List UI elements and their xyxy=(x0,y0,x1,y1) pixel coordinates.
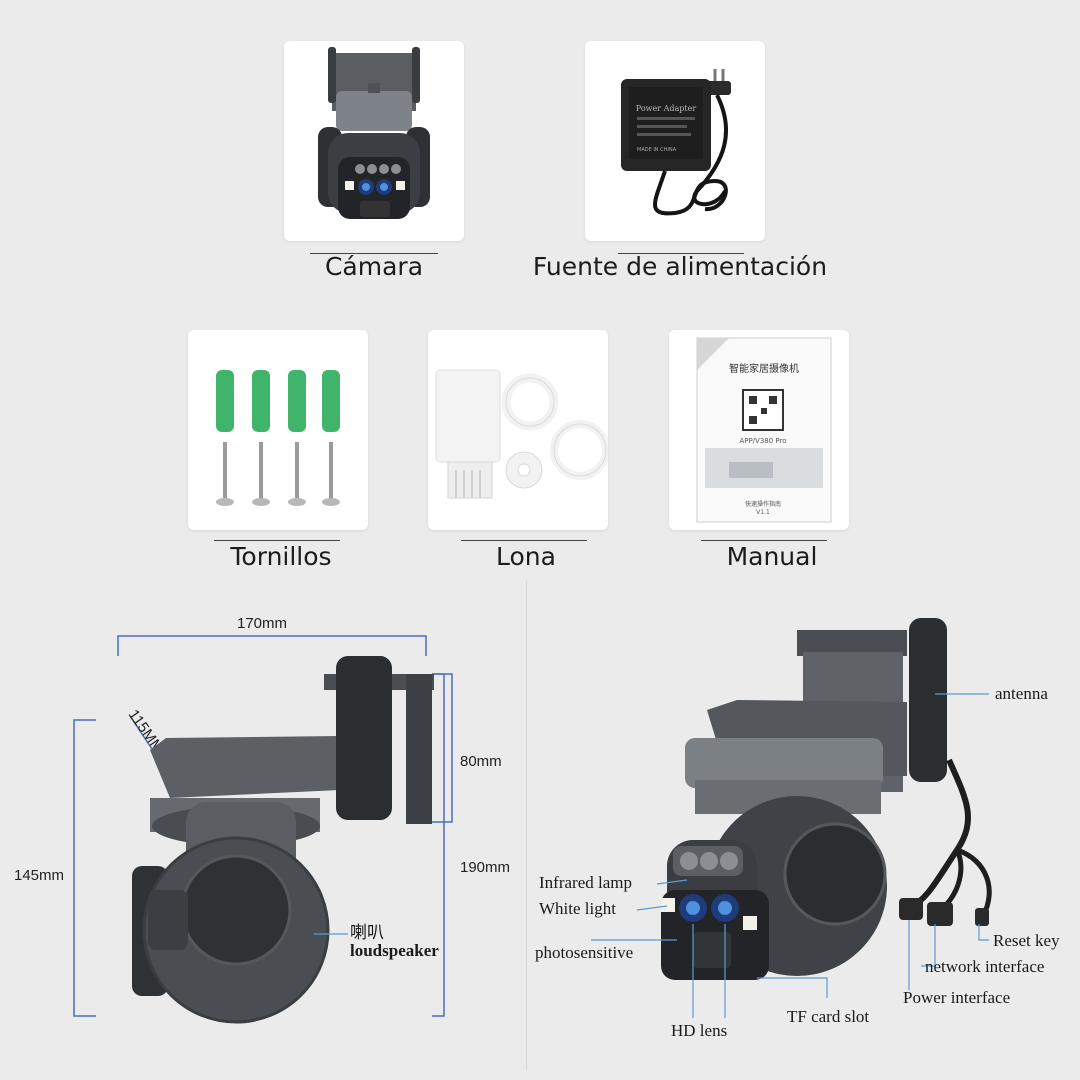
network-plug-icon xyxy=(927,902,953,926)
tf-card-slot-label: TF card slot xyxy=(787,1007,869,1026)
manual-cover-app: APP/V380 Pro xyxy=(739,437,786,445)
network-interface-label: network interface xyxy=(925,957,1044,976)
manual-cover-title: 智能家居摄像机 xyxy=(729,362,799,375)
screws-caption: Tornillos xyxy=(230,542,332,571)
camera-side-view xyxy=(132,656,434,1024)
power-caption-line xyxy=(618,253,744,254)
manual-caption: Manual xyxy=(726,542,818,571)
total-height-label: 190mm xyxy=(460,859,510,876)
camera-card xyxy=(284,41,464,241)
reset-key-label: Reset key xyxy=(993,931,1060,950)
width-label: 170mm xyxy=(237,615,287,632)
hd-lens-label: HD lens xyxy=(671,1021,727,1040)
power-adapter-image: Power Adapter MADE IN CHINA xyxy=(621,69,731,216)
mount-top xyxy=(797,630,907,656)
features-panel: antenna Infrared lamp White light photos… xyxy=(527,590,1080,1080)
screws-caption-line xyxy=(214,540,340,541)
camera-image xyxy=(318,47,430,219)
lona-card xyxy=(428,330,608,530)
wall-plugs xyxy=(216,370,340,432)
panel-divider xyxy=(526,580,527,1070)
power-plug-icon xyxy=(899,898,923,920)
lona-caption: Lona xyxy=(496,542,556,571)
infrared-lamp-label: Infrared lamp xyxy=(539,873,632,892)
dimensions-panel: 170mm 115MM 80mm 190mm 145mm xyxy=(0,590,525,1080)
camera-caption: Cámara xyxy=(324,252,424,281)
screw-shafts xyxy=(223,442,333,500)
white-light-label: White light xyxy=(539,899,616,918)
manual-cover-sub: 快速操作指南 xyxy=(745,500,781,508)
speaker-label-cn: 喇叭 xyxy=(350,923,384,942)
camera-caption-line xyxy=(310,253,438,254)
manual-caption-line xyxy=(701,540,827,541)
manual-image: 智能家居摄像机 APP/V380 Pro 快速操作指南 V1.1 xyxy=(696,337,832,523)
adapter-title: Power Adapter xyxy=(636,104,697,113)
body-height-label: 145mm xyxy=(14,867,64,884)
screws-image xyxy=(216,370,340,506)
reset-key-icon xyxy=(975,908,989,926)
photosensitive-label: photosensitive xyxy=(535,943,633,962)
power-supply-caption: Fuente de alimentación xyxy=(532,252,828,281)
manual-card: 智能家居摄像机 APP/V380 Pro 快速操作指南 V1.1 xyxy=(669,330,849,530)
manual-cover-version: V1.1 xyxy=(756,509,770,516)
arm-height-label: 80mm xyxy=(460,753,502,770)
power-supply-card: Power Adapter MADE IN CHINA xyxy=(585,41,765,241)
antenna-icon xyxy=(909,618,947,782)
screws-card xyxy=(188,330,368,530)
lona-image xyxy=(435,369,608,499)
adapter-made-in: MADE IN CHINA xyxy=(637,147,677,153)
lona-caption-line xyxy=(461,540,587,541)
power-interface-label: Power interface xyxy=(903,988,1010,1007)
speaker-label-en: loudspeaker xyxy=(350,941,439,960)
antenna-label: antenna xyxy=(995,684,1048,703)
